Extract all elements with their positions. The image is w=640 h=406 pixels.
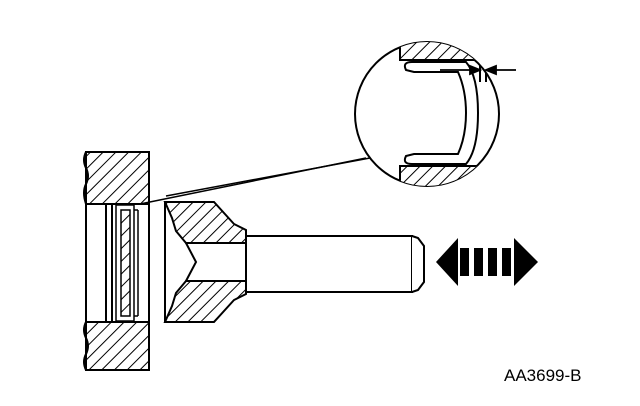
- double-headed-dashed-arrow-icon: [436, 238, 538, 286]
- shaft-icon: [163, 201, 425, 323]
- figure-reference-code: AA3699-B: [504, 366, 582, 385]
- clearance-measurement-arrows-icon: [440, 64, 516, 76]
- detail-leader-lines: [139, 157, 371, 205]
- snap-ring-icon: [115, 204, 139, 322]
- magnified-detail-circle-icon: [354, 41, 500, 187]
